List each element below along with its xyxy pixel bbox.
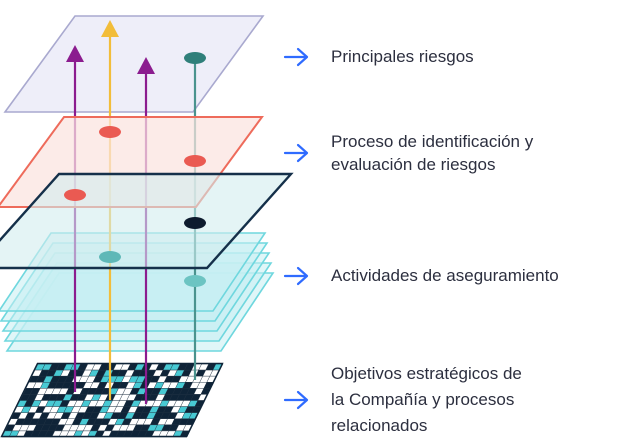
- label-objetivos-estrategicos: Objetivos estratégicos de la Compañía y …: [283, 361, 522, 439]
- marker-teal-1: [99, 251, 121, 263]
- label-actividades-aseguramiento: Actividades de aseguramiento: [283, 264, 559, 287]
- label-text: Proceso de identificación y evaluación d…: [331, 132, 534, 174]
- label-text: Objetivos estratégicos de la Compañía y …: [331, 364, 522, 435]
- arrow-right-icon: [283, 266, 309, 285]
- marker-navy: [184, 217, 206, 229]
- marker-red-2: [184, 155, 206, 167]
- arrow-right-icon: [283, 143, 309, 163]
- marker-teal-top: [184, 52, 206, 64]
- label-text: Principales riesgos: [331, 47, 474, 66]
- mosaic-base-plane: [0, 362, 224, 438]
- principal-risks-plane: [3, 15, 265, 113]
- label-proceso-identificacion: Proceso de identificación y evaluación d…: [283, 130, 533, 176]
- layer-markers: [64, 52, 206, 287]
- label-text: Actividades de aseguramiento: [331, 266, 559, 285]
- purple-arrow-right-head: [137, 57, 155, 74]
- arrow-right-icon: [283, 47, 309, 66]
- marker-red-3: [64, 189, 86, 201]
- marker-red-1: [99, 126, 121, 138]
- yellow-arrow-head: [101, 20, 119, 37]
- label-principales-riesgos: Principales riesgos: [283, 45, 474, 68]
- arrow-right-icon: [283, 390, 309, 410]
- marker-teal-2: [184, 275, 206, 287]
- mosaic-outline: [0, 362, 224, 438]
- purple-arrow-left-head: [66, 45, 84, 62]
